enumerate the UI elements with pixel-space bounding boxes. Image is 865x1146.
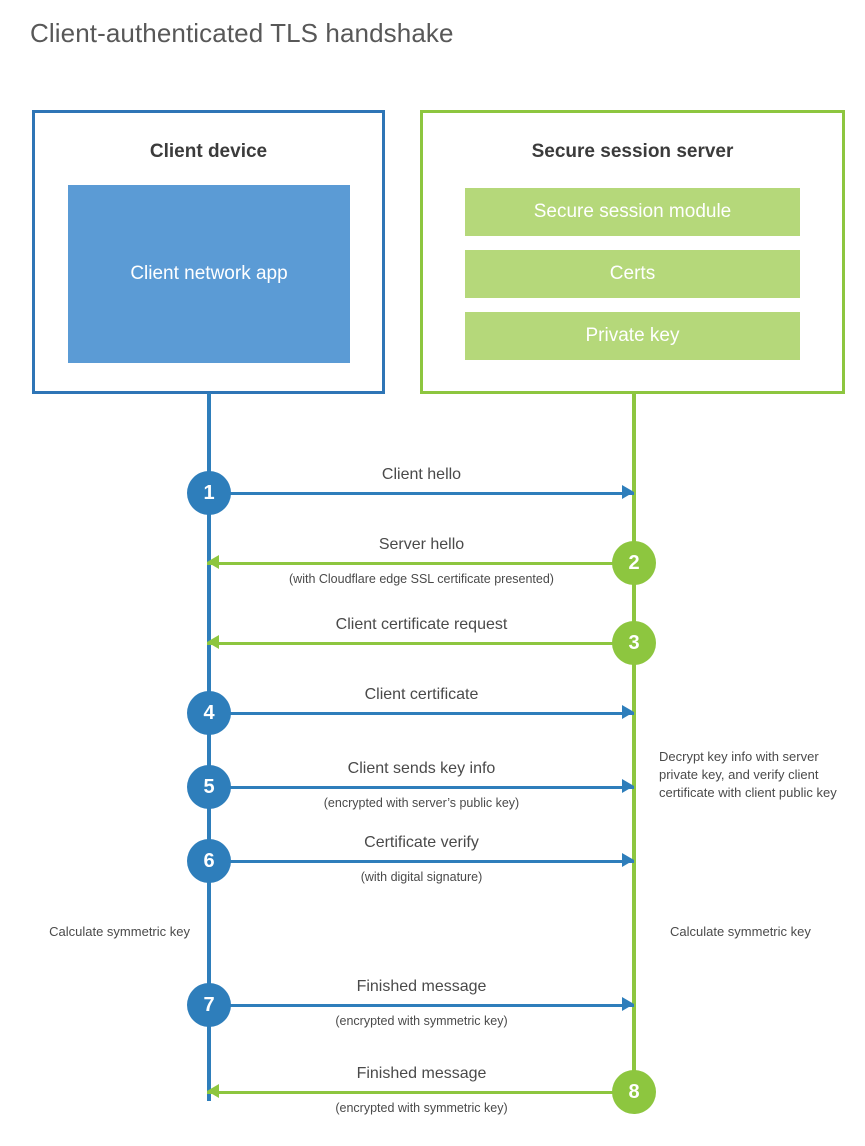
message-sublabel-5: (encrypted with server’s public key) — [323, 796, 520, 810]
message-label-5: Client sends key info — [347, 760, 496, 777]
message-line-2 — [207, 562, 634, 565]
server-component-private-key: Private key — [465, 312, 800, 360]
server-component-certs: Certs — [465, 250, 800, 298]
page-title: Client-authenticated TLS handshake — [30, 18, 454, 48]
note-server-decrypt-key-info: Decrypt key info with server private key… — [659, 749, 837, 800]
message-label-8: Finished message — [356, 1065, 487, 1082]
server-component-secure-session-module: Secure session module — [465, 188, 800, 236]
arrow-head-4 — [622, 705, 634, 719]
arrow-head-8 — [207, 1084, 219, 1098]
message-label-4: Client certificate — [364, 686, 479, 703]
step-circle-4[interactable]: 4 — [187, 691, 231, 735]
message-sublabel-2: (with Cloudflare edge SSL certificate pr… — [289, 572, 554, 586]
secure-session-server-title: Secure session server — [531, 141, 734, 162]
message-line-1 — [207, 492, 634, 495]
step-circle-5[interactable]: 5 — [187, 765, 231, 809]
arrow-head-7 — [622, 997, 634, 1011]
message-label-6: Certificate verify — [364, 834, 479, 851]
arrow-head-1 — [622, 485, 634, 499]
message-line-7 — [207, 1004, 634, 1007]
arrow-head-5 — [622, 779, 634, 793]
message-sublabel-6: (with digital signature) — [360, 870, 483, 884]
message-sublabel-8: (encrypted with symmetric key) — [335, 1101, 508, 1115]
message-line-3 — [207, 642, 634, 645]
step-circle-3[interactable]: 3 — [612, 621, 656, 665]
message-line-4 — [207, 712, 634, 715]
step-circle-6[interactable]: 6 — [187, 839, 231, 883]
message-line-8 — [207, 1091, 634, 1094]
message-label-3: Client certificate request — [335, 616, 508, 633]
message-line-6 — [207, 860, 634, 863]
client-lifeline — [207, 393, 211, 1101]
step-circle-2[interactable]: 2 — [612, 541, 656, 585]
secure-session-server-box: Secure session server Secure session mod… — [420, 110, 845, 394]
arrow-head-2 — [207, 555, 219, 569]
arrow-head-6 — [622, 853, 634, 867]
note-server-calculate-symmetric-key: Calculate symmetric key — [670, 924, 811, 939]
note-client-calculate-symmetric-key: Calculate symmetric key — [49, 924, 190, 939]
client-network-app-block: Client network app — [68, 185, 350, 363]
arrow-head-3 — [207, 635, 219, 649]
server-lifeline — [632, 393, 636, 1093]
message-sublabel-7: (encrypted with symmetric key) — [335, 1014, 508, 1028]
client-device-box: Client device Client network app — [32, 110, 385, 394]
message-label-7: Finished message — [356, 978, 487, 995]
step-circle-7[interactable]: 7 — [187, 983, 231, 1027]
message-line-5 — [207, 786, 634, 789]
message-label-1: Client hello — [381, 466, 462, 483]
client-device-title: Client device — [149, 141, 268, 162]
message-label-2: Server hello — [378, 536, 465, 553]
step-circle-1[interactable]: 1 — [187, 471, 231, 515]
step-circle-8[interactable]: 8 — [612, 1070, 656, 1114]
